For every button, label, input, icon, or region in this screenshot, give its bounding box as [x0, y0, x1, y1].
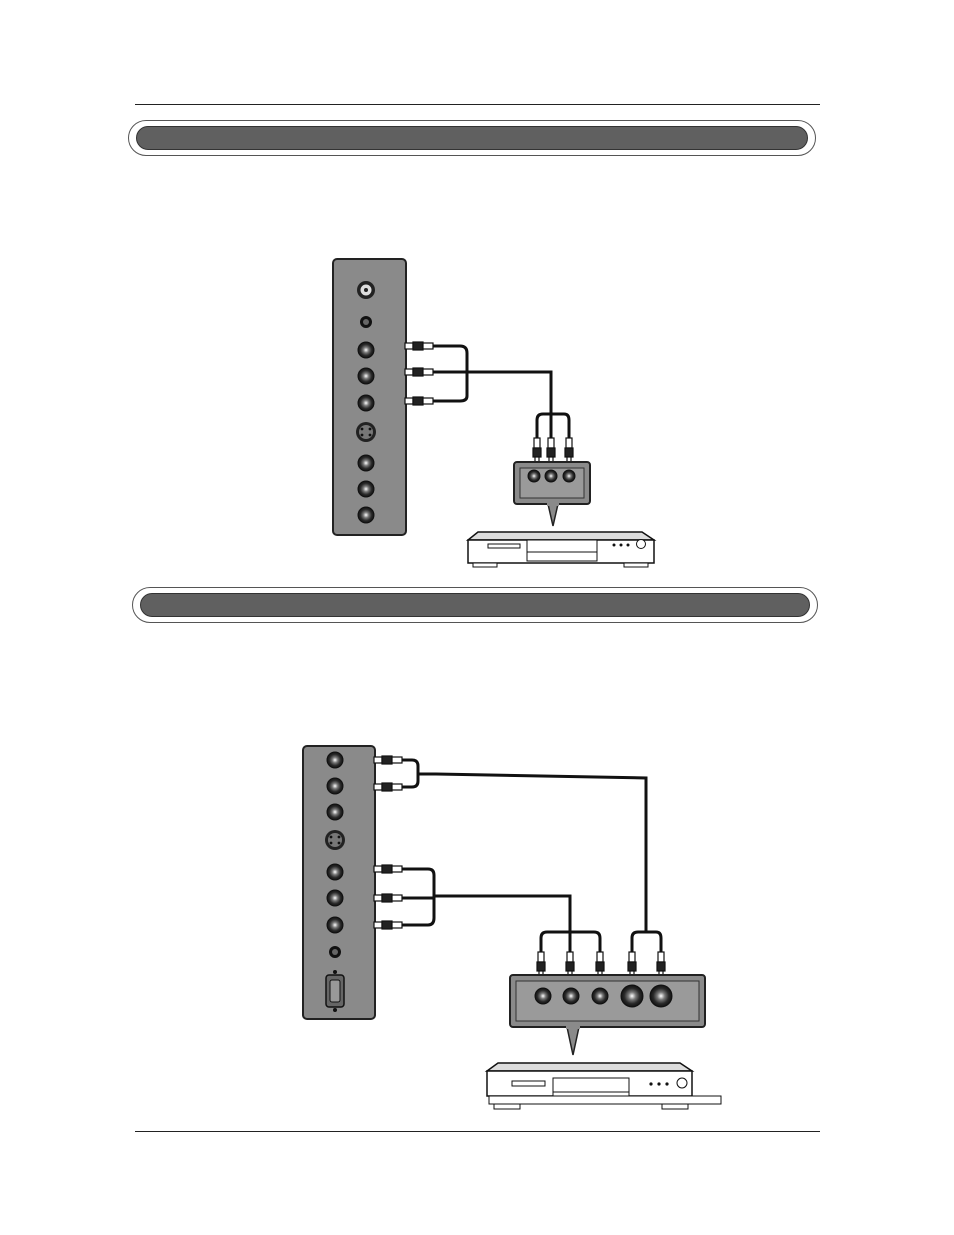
tv-side-panel-2 — [302, 745, 376, 1020]
cable-bundle-1 — [433, 344, 571, 446]
s-video-jack-2 — [325, 830, 345, 850]
top-rule — [135, 104, 820, 105]
section-1-banner-bar — [136, 126, 808, 150]
rca-plug-device-1 — [532, 437, 574, 465]
section-1-banner — [128, 120, 816, 156]
rca-plug-tv-2 — [373, 755, 403, 930]
s-video-jack-1 — [356, 422, 376, 442]
rca-jack — [357, 341, 375, 412]
dvd-player-1 — [465, 531, 657, 568]
cable-bundle-2 — [402, 758, 663, 958]
vga-port — [325, 970, 345, 1012]
bottom-rule — [135, 1131, 820, 1132]
rca-plug-tv-1 — [404, 341, 434, 406]
dvd-player-2 — [484, 1062, 722, 1110]
diagram-1 — [332, 258, 657, 568]
diagram-2 — [302, 745, 722, 1110]
rf-antenna-jack — [357, 281, 375, 299]
device-jack-panel-2 — [509, 974, 706, 1056]
device-jack-panel-1 — [513, 461, 591, 527]
rca-jack — [357, 454, 375, 524]
section-2-banner — [132, 587, 818, 623]
rca-jack — [326, 751, 344, 821]
rca-jack — [326, 863, 344, 934]
section-2-banner-bar — [140, 593, 810, 617]
headphone-jack-1 — [360, 316, 372, 328]
headphone-jack-2 — [329, 946, 341, 958]
